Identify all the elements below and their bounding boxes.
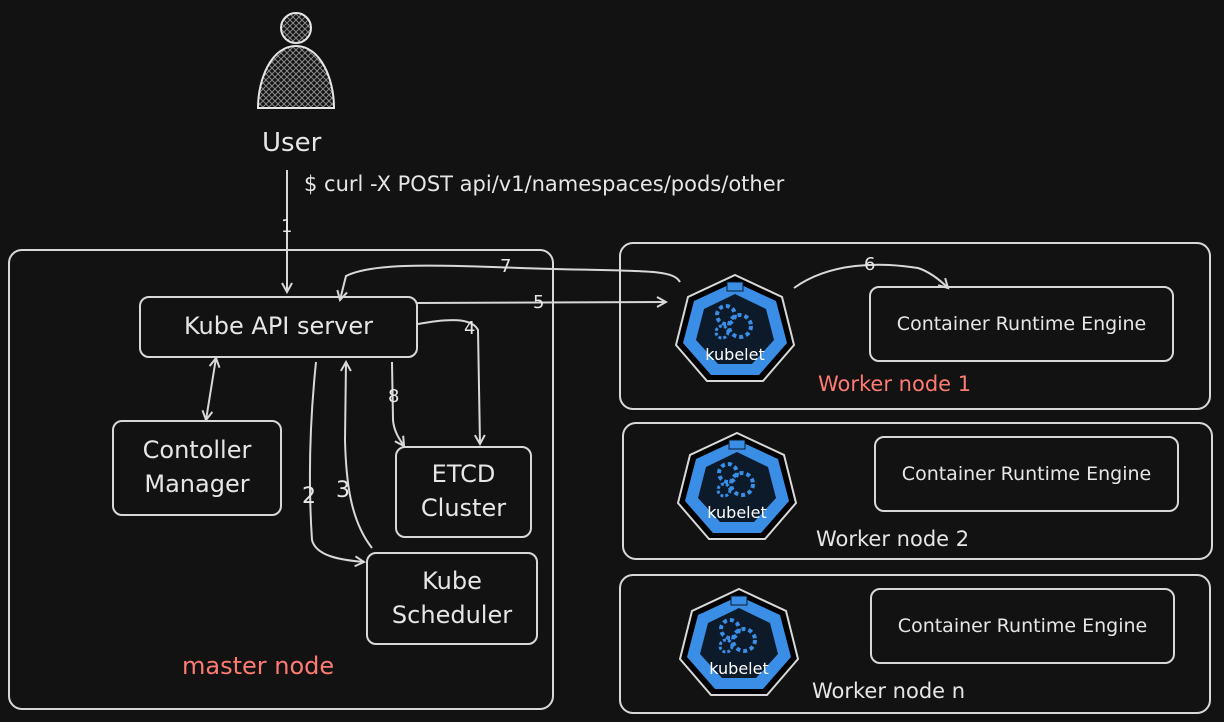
worker-node-1-label: Worker node 1: [818, 372, 972, 396]
user-label: User: [262, 128, 322, 158]
user-icon: [256, 12, 336, 109]
step-6: 6: [864, 254, 876, 275]
worker-n-runtime-label: Container Runtime Engine: [897, 614, 1148, 637]
curl-command: $ curl -X POST api/v1/namespaces/pods/ot…: [304, 172, 785, 196]
controller-manager[interactable]: Contoller Manager: [112, 420, 282, 516]
worker-node-2-container: [622, 422, 1213, 560]
step-3: 3: [336, 478, 350, 503]
worker-2-runtime-label: Container Runtime Engine: [901, 462, 1152, 485]
arrow-5: [415, 302, 666, 303]
worker-1-runtime-label: Container Runtime Engine: [896, 312, 1147, 335]
kubelet-icon[interactable]: kubelet: [676, 586, 802, 698]
scheduler-label-line1: Kube: [422, 566, 482, 595]
worker-node-2-label: Worker node 2: [816, 527, 970, 551]
worker-node-n-container: [619, 574, 1211, 714]
kubelet-n-text: kubelet: [709, 659, 768, 678]
step-1: 1: [281, 216, 293, 237]
kube-api-server-label: Kube API server: [184, 312, 373, 341]
kubelet-1-text: kubelet: [705, 345, 764, 364]
etcd-cluster[interactable]: ETCD Cluster: [395, 446, 532, 538]
arrow-2: [308, 361, 364, 562]
arrow-8: [391, 361, 404, 446]
arrow-6: [793, 263, 948, 288]
controller-label-line1: Contoller: [142, 436, 252, 465]
worker-2-container-runtime[interactable]: Container Runtime Engine: [874, 436, 1179, 512]
etcd-label-line2: Cluster: [420, 494, 507, 522]
arrow-4: [417, 319, 480, 444]
kube-api-server[interactable]: Kube API server: [139, 296, 418, 358]
arrow-api-controller: [206, 358, 216, 420]
step-2: 2: [302, 484, 316, 509]
kube-scheduler[interactable]: Kube Scheduler: [366, 552, 538, 645]
master-node-label: master node: [182, 652, 335, 680]
master-node-container: [8, 249, 554, 710]
step-5: 5: [533, 292, 545, 313]
worker-node-n-label: Worker node n: [812, 679, 966, 703]
arrow-3: [345, 362, 373, 549]
kubelet-icon[interactable]: kubelet: [674, 430, 800, 542]
worker-node-1-container: [619, 242, 1211, 410]
step-8: 8: [388, 386, 400, 407]
etcd-label-line1: ETCD: [431, 460, 496, 489]
kubelet-icon[interactable]: kubelet: [672, 272, 798, 384]
worker-n-container-runtime[interactable]: Container Runtime Engine: [870, 588, 1175, 664]
step-7: 7: [500, 256, 512, 277]
controller-label-line2: Manager: [144, 470, 250, 498]
worker-1-container-runtime[interactable]: Container Runtime Engine: [869, 286, 1174, 362]
scheduler-label-line2: Scheduler: [391, 600, 513, 629]
kubelet-2-text: kubelet: [707, 503, 766, 522]
step-4: 4: [464, 318, 476, 339]
arrow-7: [340, 264, 681, 300]
